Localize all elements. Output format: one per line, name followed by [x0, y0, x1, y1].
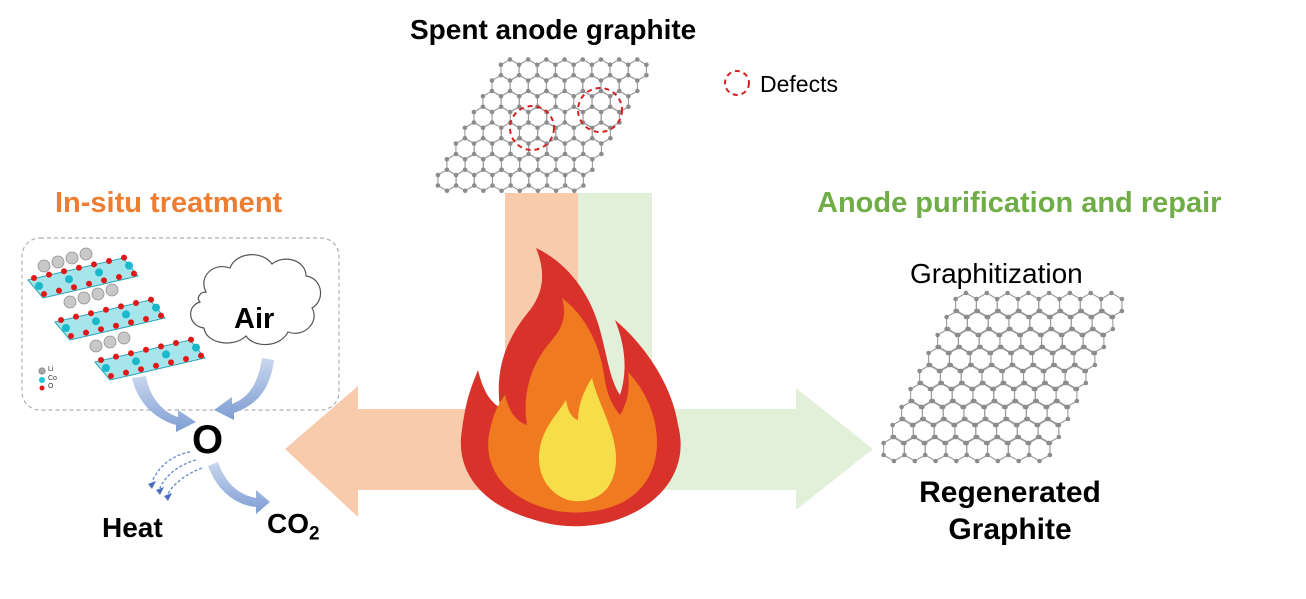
co2-base: CO	[267, 508, 309, 539]
air-label: Air	[234, 303, 275, 335]
air-to-oxygen-arrow	[214, 358, 274, 420]
co2-subscript: 2	[309, 523, 320, 545]
lco-crystal-structure-icon	[27, 247, 206, 381]
crystal-legend	[38, 367, 46, 391]
air-cloud-icon	[190, 254, 322, 346]
spent-graphite-title: Spent anode graphite	[410, 14, 697, 45]
flame-icon	[460, 248, 681, 527]
crystal-to-oxygen-arrow	[132, 376, 196, 432]
crystal-legend-co: Co	[48, 375, 57, 382]
in-situ-heading: In-situ treatment	[55, 187, 283, 219]
co2-label: CO2	[267, 508, 320, 546]
regenerated-graphite-label: Regenerated Graphite	[919, 476, 1101, 546]
oxygen-to-co2-arrow	[208, 462, 270, 514]
defect-legend-icon	[724, 70, 750, 96]
defects-legend-label: Defects	[760, 71, 838, 97]
in-situ-box	[21, 237, 340, 411]
defect-circle-2	[577, 87, 623, 133]
regenerated-graphite-sheet	[881, 290, 1125, 464]
crystal-legend-li: Li	[48, 366, 54, 373]
graphitization-label: Graphitization	[910, 258, 1083, 289]
spent-graphite-sheet	[435, 57, 649, 194]
heat-wave-arrows	[148, 451, 203, 501]
defect-circle-1	[509, 105, 555, 151]
anode-purification-heading: Anode purification and repair	[817, 187, 1222, 219]
crystal-legend-o: O	[48, 383, 54, 390]
heat-label: Heat	[102, 512, 163, 543]
oxygen-label: O	[192, 418, 224, 462]
